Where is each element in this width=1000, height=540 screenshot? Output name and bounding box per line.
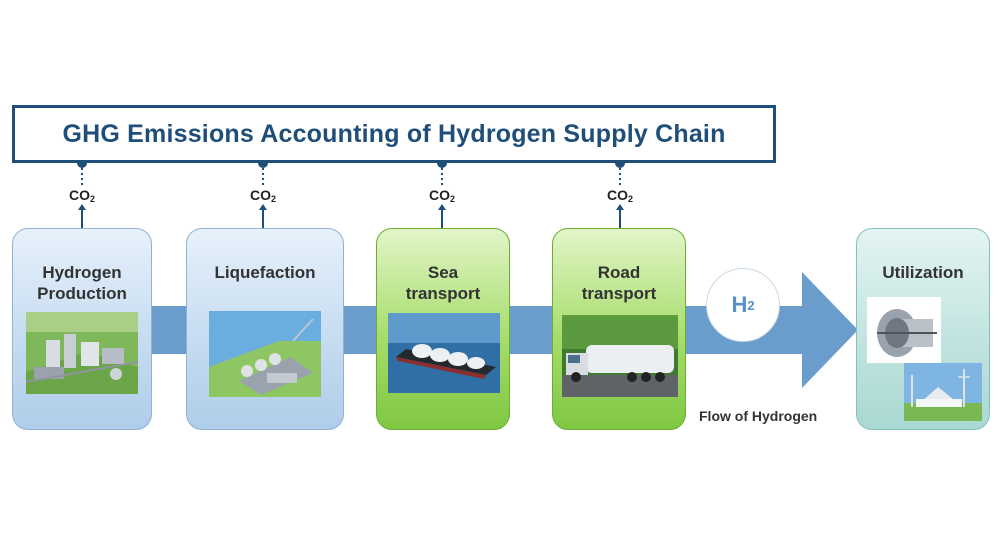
tanker-truck-image — [562, 315, 678, 397]
gas-turbine-image — [867, 297, 941, 363]
stage-liquefaction: Liquefaction — [186, 228, 344, 430]
co2-connectors — [81, 163, 621, 228]
co2-label: CO2 — [68, 187, 95, 204]
power-plant-image — [904, 363, 982, 421]
liquefaction-plant-image — [209, 311, 321, 397]
stage-label: Utilization — [882, 263, 964, 282]
stage-label: Liquefaction — [214, 263, 316, 282]
co2-label: CO2 — [428, 187, 455, 204]
lng-carrier-ship-image — [388, 313, 500, 393]
title-box: GHG Emissions Accounting of Hydrogen Sup… — [12, 105, 776, 163]
diagram-title: GHG Emissions Accounting of Hydrogen Sup… — [62, 119, 726, 148]
stage-utilization: Utilization — [856, 228, 990, 430]
co2-label: CO2 — [249, 187, 276, 204]
co2-label: CO2 — [606, 187, 633, 204]
flow-caption: Flow of Hydrogen — [699, 408, 818, 424]
hydrogen-plant-image — [26, 312, 138, 394]
